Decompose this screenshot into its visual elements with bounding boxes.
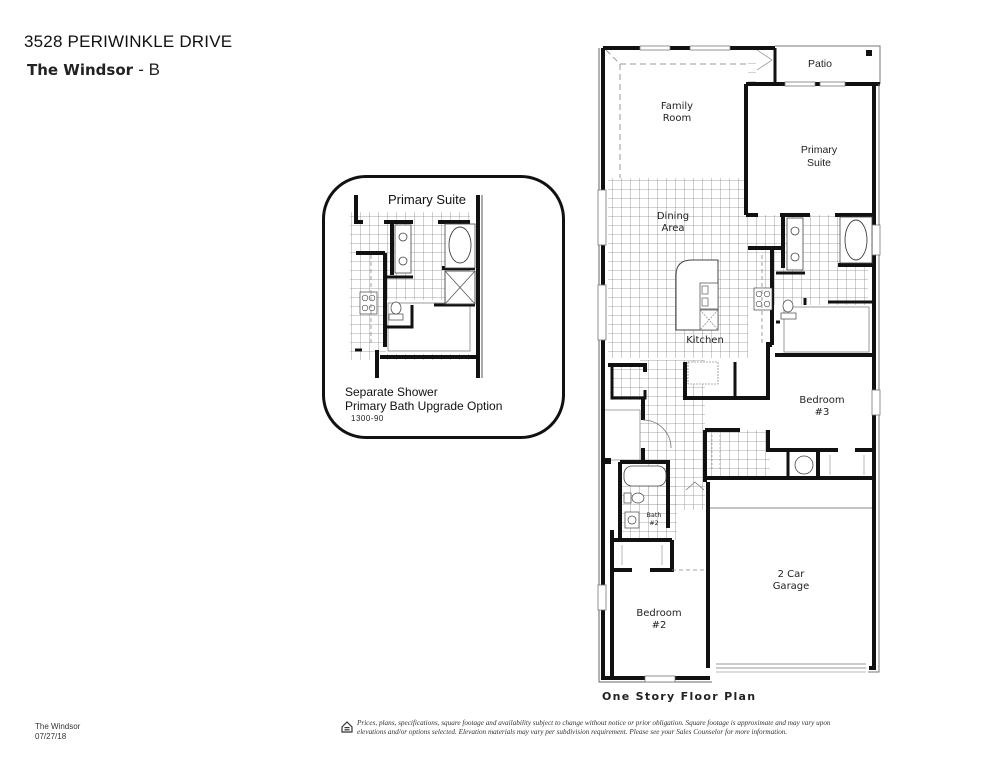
plan-name-text: The Windsor bbox=[27, 61, 134, 79]
main-floor-plan bbox=[597, 45, 881, 683]
room-label-line: Suite bbox=[807, 157, 831, 169]
inset-caption-line1: Separate Shower bbox=[345, 385, 438, 399]
legal-disclaimer: Prices, plans, specifications, square fo… bbox=[357, 719, 831, 736]
room-label-garage: 2 Car Garage bbox=[773, 569, 810, 593]
room-label-primary-suite: Primary Suite bbox=[801, 144, 837, 170]
inset-title: Primary Suite bbox=[388, 192, 467, 207]
room-label-line: Bath bbox=[646, 511, 662, 519]
room-label-line: 2 Car bbox=[777, 569, 805, 580]
room-label-line: Primary bbox=[800, 144, 838, 156]
room-label-line: Dining bbox=[656, 211, 690, 222]
inset-option-code: 1300-90 bbox=[351, 414, 384, 423]
room-label-line: Bedroom bbox=[799, 395, 845, 406]
room-label-line: Bedroom bbox=[636, 608, 682, 619]
upgrade-option-inset-frame bbox=[322, 175, 565, 439]
footer-plan-name: The Windsor bbox=[35, 722, 81, 731]
room-label-line: #3 bbox=[814, 407, 830, 418]
room-label-line: Room bbox=[662, 113, 692, 124]
elevation-suffix: - B bbox=[138, 60, 161, 79]
room-label-bedroom-2: Bedroom #2 bbox=[636, 608, 681, 632]
room-label-bath-2: Bath #2 bbox=[646, 511, 661, 527]
equal-housing-opportunity-icon bbox=[341, 721, 353, 733]
room-label-line: #2 bbox=[651, 620, 667, 631]
room-label-family-room: Family Room bbox=[661, 101, 693, 125]
plan-name: The Windsor - B bbox=[27, 60, 160, 80]
room-label-dining-area: Dining Area bbox=[657, 211, 689, 235]
room-label-bedroom-3: Bedroom #3 bbox=[799, 395, 844, 419]
footer-plan-info: The Windsor 07/27/18 bbox=[35, 722, 80, 742]
plan-caption: One Story Floor Plan bbox=[602, 690, 757, 703]
room-label-line: #2 bbox=[649, 519, 659, 527]
room-label-line: Garage bbox=[772, 581, 810, 592]
room-label-kitchen: Kitchen bbox=[686, 335, 724, 346]
room-label-line: Area bbox=[661, 223, 685, 234]
property-address: 3528 PERIWINKLE DRIVE bbox=[24, 32, 233, 51]
room-label-patio: Patio bbox=[808, 58, 832, 70]
inset-caption-line2: Primary Bath Upgrade Option bbox=[345, 399, 503, 413]
room-label-line: Family bbox=[660, 101, 694, 112]
footer-date: 07/27/18 bbox=[35, 732, 67, 741]
